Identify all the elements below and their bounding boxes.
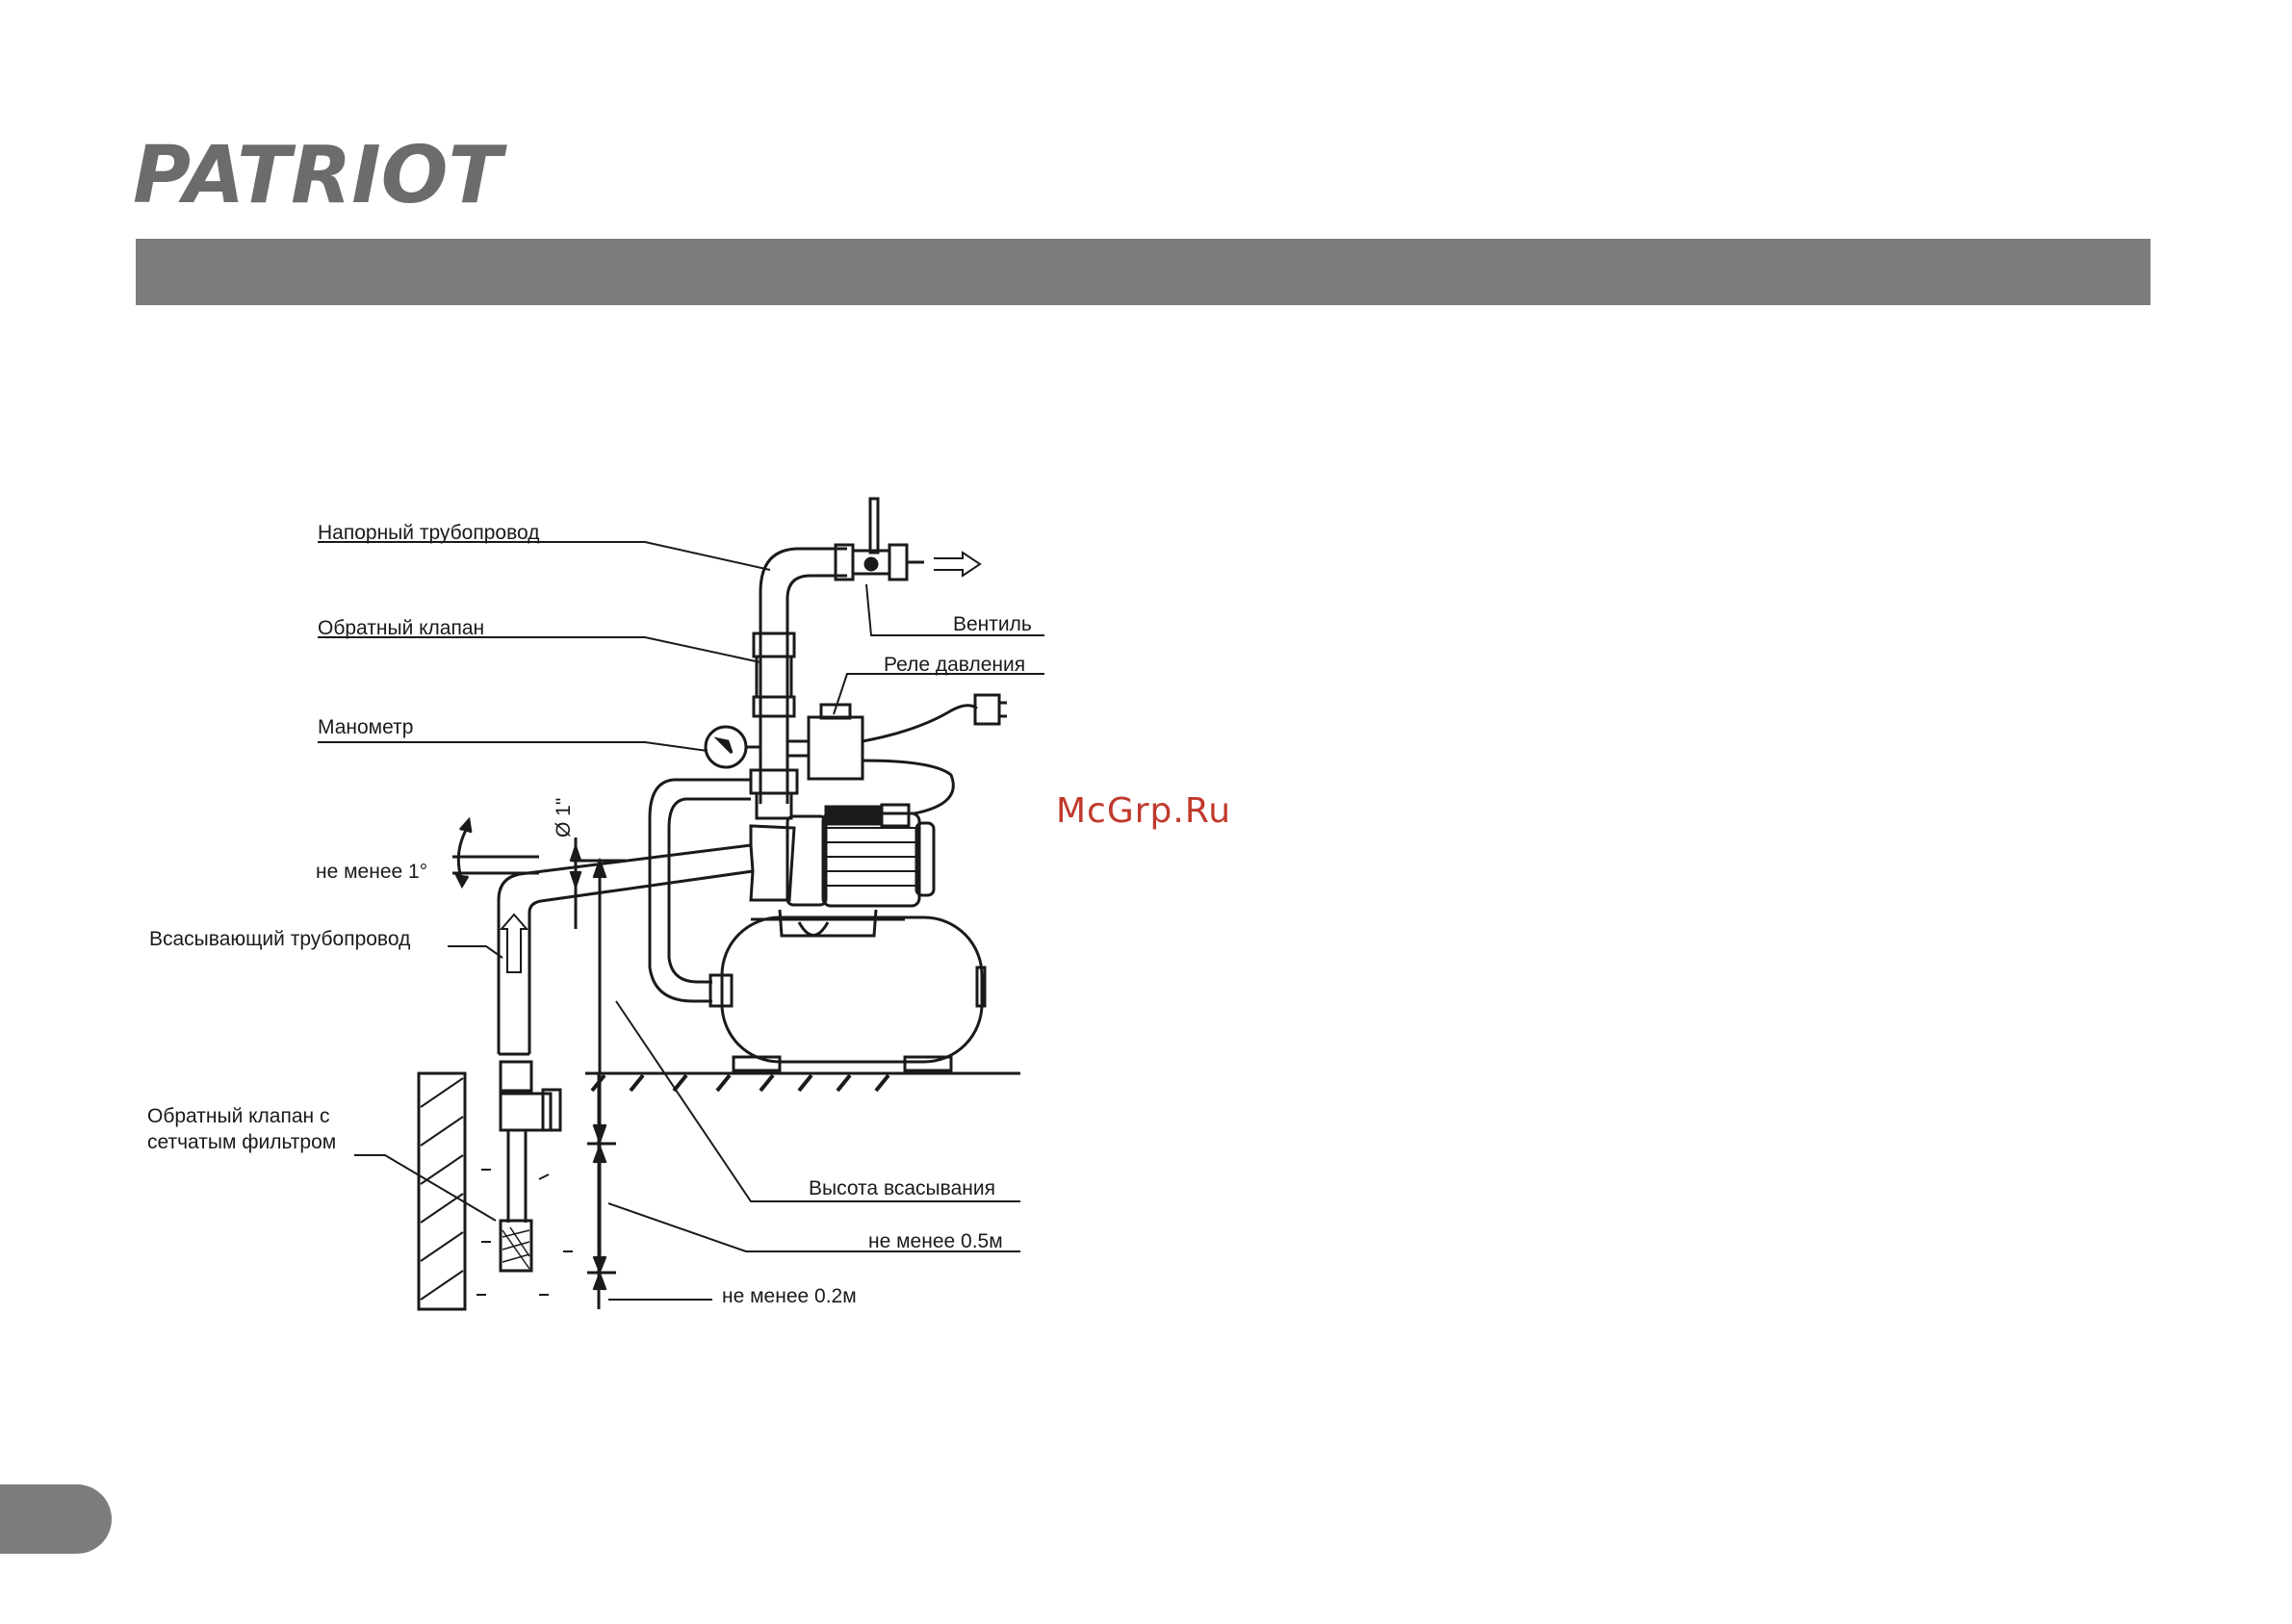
plug-icon bbox=[975, 695, 999, 724]
valve-handle[interactable] bbox=[870, 499, 878, 553]
suction-coupling bbox=[501, 1062, 531, 1091]
pressure-pipe-left bbox=[760, 549, 847, 804]
pressure-relay-box bbox=[809, 717, 863, 779]
suction-pipe-right-edge bbox=[529, 871, 753, 1054]
pressure-tank bbox=[722, 917, 982, 1062]
valve-nut-right bbox=[889, 545, 907, 580]
label-diameter: Ø 1" bbox=[553, 798, 575, 838]
label-valve: Вентиль bbox=[953, 613, 1032, 635]
label-check-valve-filter-2: сетчатым фильтром bbox=[147, 1131, 336, 1153]
label-check-valve-filter-1: Обратный клапан с bbox=[147, 1105, 329, 1127]
ground-hatching bbox=[592, 1075, 888, 1091]
motor-fins bbox=[826, 828, 916, 886]
leader-pressure-pipeline bbox=[318, 542, 770, 570]
power-cable bbox=[863, 706, 977, 741]
label-suction-pipeline: Всасывающий трубопровод bbox=[149, 928, 410, 950]
label-min-02: не менее 0.2м bbox=[722, 1285, 857, 1307]
tank-foot-left bbox=[734, 1057, 780, 1070]
mesh-filter-pattern bbox=[502, 1227, 529, 1269]
label-manometer: Манометр bbox=[318, 716, 413, 738]
label-pressure-pipeline: Напорный трубопровод bbox=[318, 522, 539, 544]
flow-arrow-icon bbox=[502, 915, 527, 972]
outflow-arrow-icon bbox=[934, 553, 980, 576]
label-min-angle: не менее 1° bbox=[316, 861, 427, 883]
label-check-valve: Обратный клапан bbox=[318, 617, 484, 639]
label-min-05: не менее 0.5м bbox=[868, 1230, 1003, 1252]
label-pressure-relay: Реле давления bbox=[884, 654, 1025, 676]
bypass-hose-outer bbox=[650, 780, 751, 1001]
page-tab bbox=[0, 1484, 112, 1554]
motor-terminal-box bbox=[826, 807, 882, 824]
watermark-text: McGrp.Ru bbox=[1056, 791, 1231, 831]
label-suction-height: Высота всасывания bbox=[809, 1177, 995, 1199]
